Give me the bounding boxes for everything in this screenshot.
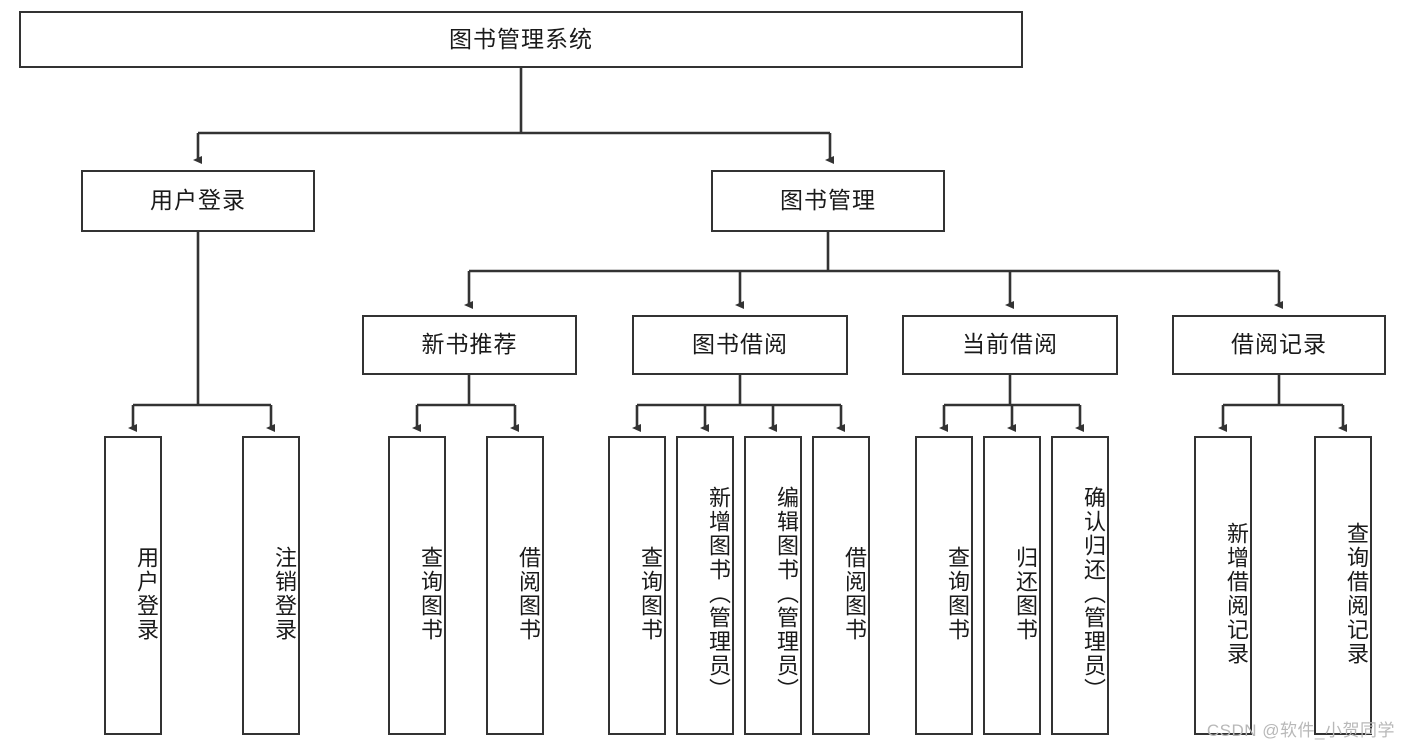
node-user-login[interactable]: 用户登录 (81, 170, 315, 232)
leaf-label: 用户登录 (134, 545, 159, 642)
leaf-label: 查询图书 (418, 545, 443, 642)
node-leaf-user-login[interactable]: 用户登录 (104, 436, 162, 735)
node-book-management[interactable]: 图书管理 (711, 170, 945, 232)
node-current-borrow[interactable]: 当前借阅 (902, 315, 1118, 375)
leaf-label: 归还图书 (1013, 545, 1038, 642)
node-leaf-query-book-recommend[interactable]: 查询图书 (388, 436, 446, 735)
node-leaf-borrow-book[interactable]: 借阅图书 (812, 436, 870, 735)
leaf-label: 查询借阅记录 (1344, 521, 1369, 666)
leaf-label: 新增图书（管理员） (706, 485, 731, 702)
leaf-label: 借阅图书 (516, 545, 541, 642)
node-book-borrow[interactable]: 图书借阅 (632, 315, 848, 375)
leaf-label: 借阅图书 (842, 545, 867, 642)
leaf-label: 确认归还（管理员） (1081, 485, 1106, 702)
watermark-text: CSDN @软件_小贺同学 (1206, 721, 1395, 740)
node-leaf-add-borrow-record[interactable]: 新增借阅记录 (1194, 436, 1252, 735)
node-leaf-borrow-book-recommend[interactable]: 借阅图书 (486, 436, 544, 735)
leaf-label: 查询图书 (945, 545, 970, 642)
leaf-label: 编辑图书（管理员） (774, 485, 799, 702)
node-leaf-return-book[interactable]: 归还图书 (983, 436, 1041, 735)
node-leaf-query-borrow-record[interactable]: 查询借阅记录 (1314, 436, 1372, 735)
node-leaf-query-book-borrow[interactable]: 查询图书 (608, 436, 666, 735)
node-leaf-edit-book-admin[interactable]: 编辑图书（管理员） (744, 436, 802, 735)
node-leaf-logout[interactable]: 注销登录 (242, 436, 300, 735)
node-root-system[interactable]: 图书管理系统 (19, 11, 1023, 68)
leaf-label: 查询图书 (638, 545, 663, 642)
node-new-book-recommend[interactable]: 新书推荐 (362, 315, 577, 375)
node-leaf-query-book-current[interactable]: 查询图书 (915, 436, 973, 735)
leaf-label: 新增借阅记录 (1224, 521, 1249, 666)
node-leaf-add-book-admin[interactable]: 新增图书（管理员） (676, 436, 734, 735)
leaf-label: 注销登录 (272, 545, 297, 642)
node-leaf-confirm-return-admin[interactable]: 确认归还（管理员） (1051, 436, 1109, 735)
node-borrow-record[interactable]: 借阅记录 (1172, 315, 1386, 375)
